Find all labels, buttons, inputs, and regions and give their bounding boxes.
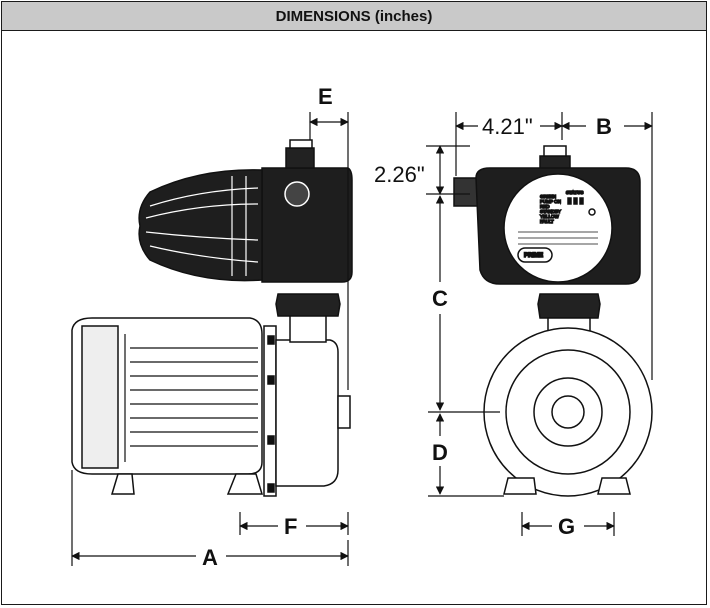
- pump-side-view: [71, 139, 353, 497]
- panel-header: DIMENSIONS (inches): [2, 2, 706, 31]
- pump-flange: [263, 325, 277, 497]
- yellow-label: YELLOW: [540, 214, 560, 219]
- front-foot-right: [597, 477, 631, 495]
- dim-label-E: E: [318, 84, 333, 109]
- hex-nut: [275, 293, 341, 317]
- top-fitting: [285, 147, 315, 169]
- red-label: RED: [540, 204, 550, 209]
- motor-foot-left: [110, 473, 135, 495]
- motor-fins: [124, 334, 258, 462]
- standby-label: STANDBY: [540, 209, 561, 214]
- panel-title: DIMENSIONS (inches): [275, 7, 433, 25]
- dim-value-height: 2.26": [374, 162, 425, 187]
- front-foot-left: [503, 477, 537, 495]
- front-hex-nut: [537, 293, 601, 319]
- pump-on-label: PUMP ON: [540, 199, 561, 204]
- controller-cover: [138, 169, 263, 282]
- status-led-yellow: [579, 197, 584, 205]
- dim-label-C: C: [432, 286, 448, 311]
- status-led-green: [567, 197, 572, 205]
- green-label: GREEN: [540, 194, 556, 199]
- pump-volute: [275, 339, 339, 487]
- dim-label-B: B: [596, 114, 612, 139]
- front-view-dimensions: [426, 112, 653, 536]
- motor-end-cap: [71, 317, 263, 475]
- side-view-dimensions: [71, 112, 349, 566]
- controller-dial: [503, 173, 613, 283]
- status-led-red: [573, 197, 578, 205]
- dim-value-width: 4.21": [482, 114, 533, 139]
- volute-eye: [551, 395, 585, 429]
- dim-label-D: D: [432, 440, 448, 465]
- pump-front-view: PRIME STATUS GREEN PUMP ON RED STANDBY Y…: [453, 145, 653, 497]
- side-port: [284, 181, 310, 207]
- dim-label-A: A: [202, 545, 218, 570]
- dim-label-G: G: [558, 514, 575, 539]
- status-label: STATUS: [566, 190, 583, 195]
- pressure-controller-side: [261, 167, 353, 283]
- suction-port: [337, 395, 351, 429]
- dim-label-F: F: [284, 514, 297, 539]
- prime-label: PRIME: [524, 253, 543, 259]
- motor-foot-right: [226, 473, 264, 495]
- fault-label: FAULT: [540, 219, 554, 224]
